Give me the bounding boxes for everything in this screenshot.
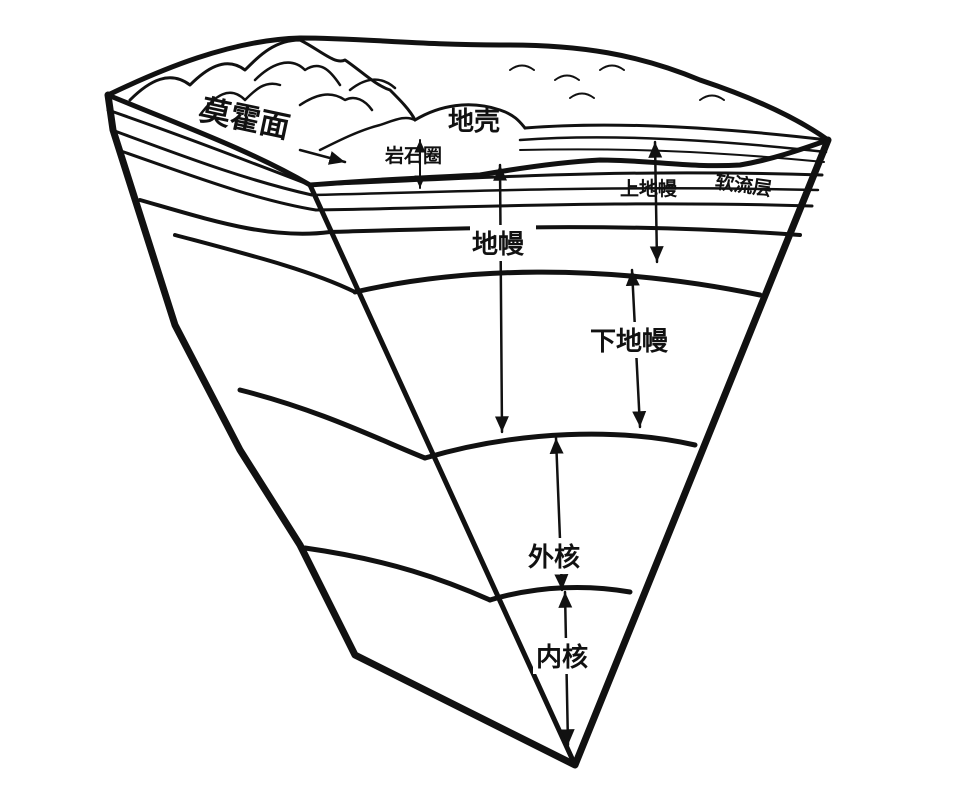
label-outer-core: 外核 bbox=[528, 542, 580, 573]
label-upper-mantle: 上地幔 bbox=[620, 177, 678, 200]
label-inner-core: 内核 bbox=[536, 642, 588, 673]
left-band-6 bbox=[237, 387, 428, 461]
right-band-7 bbox=[487, 584, 633, 603]
mountain-range bbox=[128, 38, 417, 122]
sea-wave-4 bbox=[569, 92, 595, 99]
coast bbox=[413, 103, 527, 130]
label-lower-mantle: 下地幔 bbox=[590, 327, 669, 357]
crust-layer-2 bbox=[518, 136, 828, 154]
label-lithosphere: 岩石圈 bbox=[384, 144, 442, 167]
label-crust: 地壳 bbox=[448, 107, 500, 137]
sea-wave-5 bbox=[699, 94, 725, 101]
mountain-ridge-3 bbox=[298, 93, 374, 112]
moho-arrow bbox=[298, 148, 347, 165]
right-band-6 bbox=[422, 431, 698, 461]
right-band-4 bbox=[328, 225, 802, 237]
left-band-7 bbox=[302, 545, 493, 603]
left-band-2 bbox=[110, 128, 314, 197]
upper-mantle-arrow bbox=[648, 140, 664, 264]
right-band-3 bbox=[314, 202, 814, 212]
wedge-outline bbox=[104, 91, 832, 769]
mountain-ridge-4 bbox=[348, 78, 397, 92]
right-band-5 bbox=[352, 269, 763, 298]
mantle-arrow bbox=[493, 163, 509, 434]
left-band-1 bbox=[106, 108, 312, 187]
left-band-4 bbox=[138, 198, 332, 236]
label-mantle: 地幔 bbox=[472, 230, 525, 260]
wedge-front-edge bbox=[307, 182, 578, 768]
right-band-2 bbox=[310, 187, 820, 197]
left-band-3 bbox=[116, 148, 318, 212]
sea-wave-3 bbox=[599, 64, 625, 71]
crust-layer-1 bbox=[523, 123, 830, 142]
mountain-ridge-1 bbox=[198, 82, 282, 117]
river bbox=[318, 116, 417, 152]
sea-wave-2 bbox=[554, 74, 580, 81]
left-band-5 bbox=[173, 233, 357, 294]
right-band-1 bbox=[308, 171, 824, 187]
mountain-ridge-2 bbox=[253, 61, 342, 87]
sea-wave-1 bbox=[509, 64, 535, 71]
